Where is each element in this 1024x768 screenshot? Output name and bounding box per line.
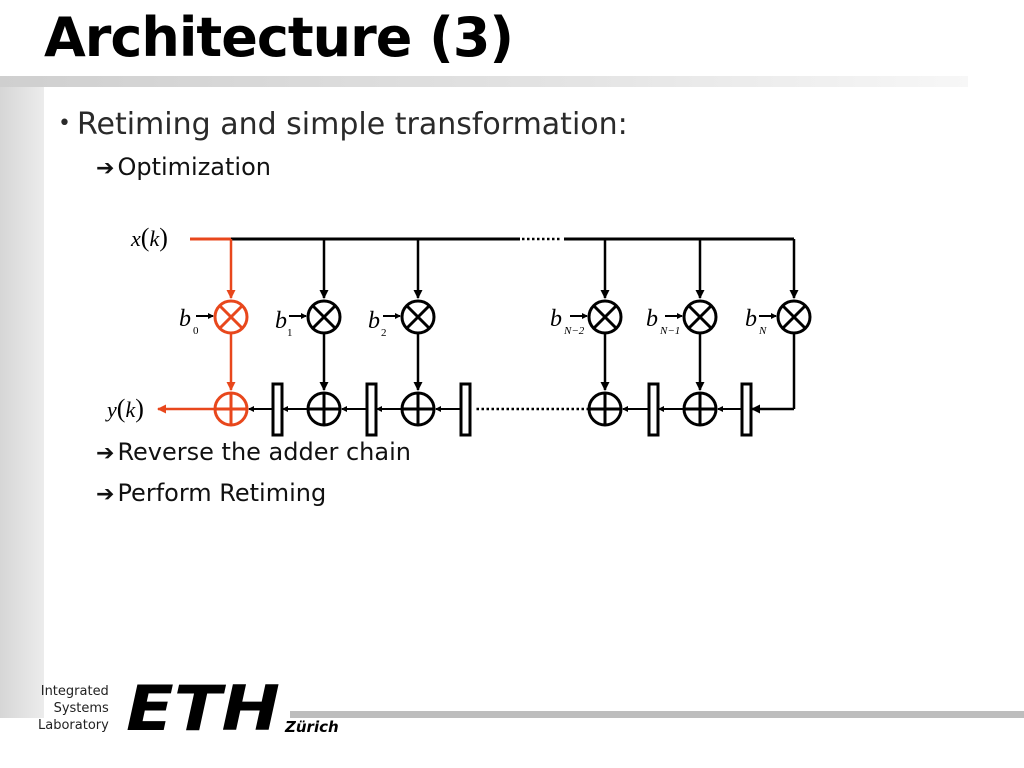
diagram-labels: x(k) y(k) b 0 b 1 b 2 b N−2 b N−1 b N <box>105 223 767 423</box>
eth-zurich-label: Zürich <box>285 718 339 736</box>
svg-text:ETH: ETH <box>126 684 280 734</box>
adder-chain <box>248 382 794 437</box>
output-label: y(k) <box>105 394 144 423</box>
register <box>740 382 753 437</box>
coef-bN-2-sub: N−2 <box>563 325 585 337</box>
coef-bN: b <box>745 306 757 332</box>
tap-0 <box>157 239 249 427</box>
arrow-right-icon: ➔ <box>96 156 115 181</box>
register <box>459 382 472 437</box>
coef-b0: b <box>179 306 191 332</box>
bullet-main: •Retiming and simple transformation: <box>58 107 628 142</box>
bullet-main-text: Retiming and simple transformation: <box>76 107 628 142</box>
bullet-dot: • <box>58 111 71 136</box>
coef-bN-1-sub: N−1 <box>659 325 680 337</box>
register <box>365 382 378 437</box>
coef-b1: b <box>275 308 287 334</box>
sub-bullet-text: Optimization <box>117 153 271 181</box>
register <box>271 382 284 437</box>
sub-bullet-text: Reverse the adder chain <box>117 438 411 466</box>
input-label: x(k) <box>130 223 168 252</box>
institute-line: Laboratory <box>38 718 109 733</box>
eth-logo: ETH <box>126 684 280 734</box>
coef-b2-sub: 2 <box>381 327 387 339</box>
arrow-right-icon: ➔ <box>96 441 115 466</box>
sub-bullet-reverse: ➔Reverse the adder chain <box>96 438 411 466</box>
arrow-right-icon: ➔ <box>96 482 115 507</box>
coef-bN-sub: N <box>758 325 767 337</box>
coef-bN-2: b <box>550 306 562 332</box>
sub-bullet-optimization: ➔Optimization <box>96 153 271 181</box>
title-rule <box>0 76 968 87</box>
institute-line: Systems <box>53 701 109 716</box>
coef-bN-1: b <box>646 306 658 332</box>
sub-bullet-text: Perform Retiming <box>117 479 327 507</box>
coef-b2: b <box>368 308 380 334</box>
coef-b0-sub: 0 <box>193 325 199 337</box>
footer-rule <box>290 711 1024 718</box>
register <box>647 382 660 437</box>
sub-bullet-retiming: ➔Perform Retiming <box>96 479 326 507</box>
institute-name: Integrated Systems Laboratory <box>38 683 109 734</box>
slide-title: Architecture (3) <box>44 6 514 69</box>
institute-line: Integrated <box>40 684 109 699</box>
slide-sidebar-band <box>0 80 44 718</box>
coef-b1-sub: 1 <box>287 327 293 339</box>
